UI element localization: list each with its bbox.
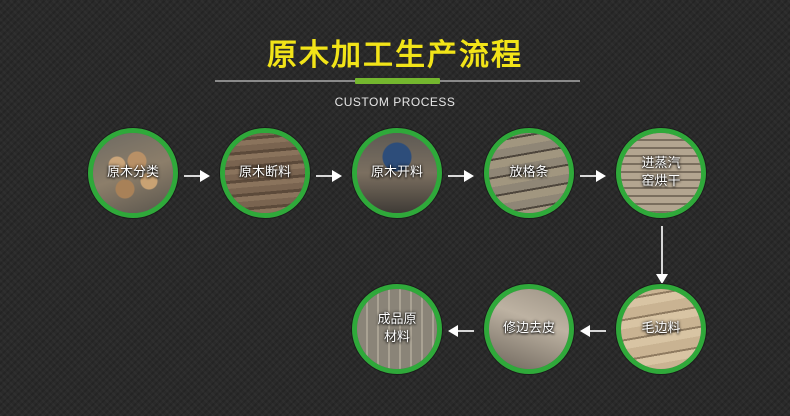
log-pile-photo: [93, 133, 173, 213]
flow-arrow-right: [316, 170, 342, 182]
step-steam-kiln-drying: 进蒸汽 窑烘干: [616, 128, 706, 218]
step-log-sorting: 原木分类: [88, 128, 178, 218]
sawmill-photo: [357, 133, 437, 213]
step-label: 修边去皮: [502, 321, 555, 336]
step-label: 原木断料: [238, 165, 291, 180]
flow-arrow-right: [184, 170, 210, 182]
step-label: 成品原 材料: [377, 312, 417, 345]
title-accent-bar: [355, 78, 440, 84]
step-label: 放格条: [509, 165, 549, 180]
step-log-cutting: 原木断料: [220, 128, 310, 218]
flow-arrow-left: [448, 325, 474, 337]
step-label: 毛边料: [641, 321, 681, 336]
title-divider-right: [440, 80, 580, 82]
step-log-sawing: 原木开料: [352, 128, 442, 218]
step-rough-edge-lumber: 毛边料: [616, 284, 706, 374]
step-stacking-strips: 放格条: [484, 128, 574, 218]
stacked-planks-photo: [489, 133, 569, 213]
kiln-stack-photo: [621, 133, 701, 213]
finished-lumber-photo: [357, 289, 437, 369]
title-divider-left: [215, 80, 355, 82]
flow-arrow-down: [656, 226, 668, 284]
flow-arrow-right: [580, 170, 606, 182]
step-label: 原木开料: [370, 165, 423, 180]
page-title: 原木加工生产流程: [267, 38, 523, 73]
step-edge-trimming: 修边去皮: [484, 284, 574, 374]
step-label: 原木分类: [106, 165, 159, 180]
step-finished-lumber: 成品原 材料: [352, 284, 442, 374]
flow-arrow-right: [448, 170, 474, 182]
page-subtitle: CUSTOM PROCESS: [334, 95, 456, 109]
rough-lumber-photo: [621, 289, 701, 369]
cut-logs-photo: [225, 133, 305, 213]
trimming-photo: [489, 289, 569, 369]
flow-arrow-left: [580, 325, 606, 337]
step-label: 进蒸汽 窑烘干: [641, 156, 681, 189]
